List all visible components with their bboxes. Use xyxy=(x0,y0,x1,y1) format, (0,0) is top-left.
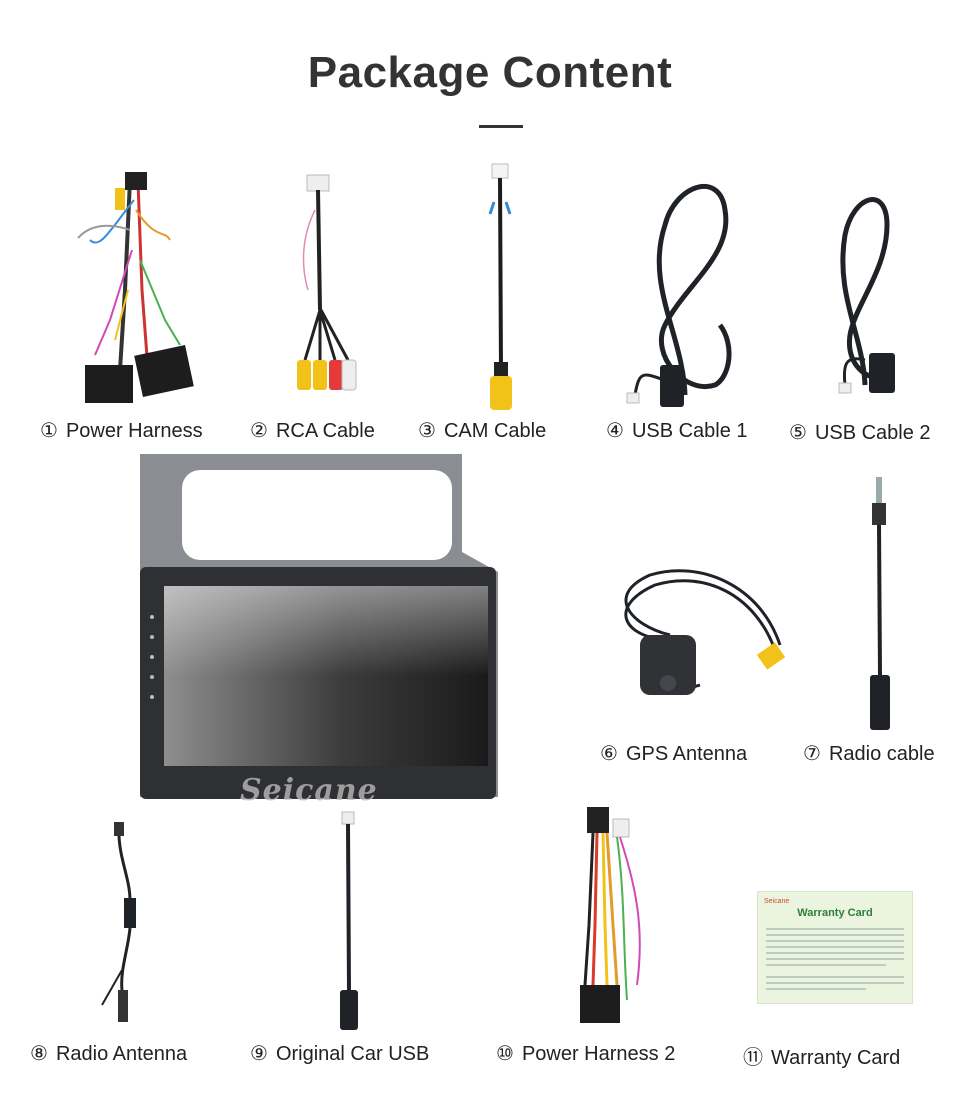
head-unit-image xyxy=(138,452,500,802)
rca-cable-image xyxy=(290,170,360,415)
radio-cable-image xyxy=(860,475,900,735)
power-harness-2-image xyxy=(565,805,655,1030)
usb-cable-1-image xyxy=(625,165,740,415)
seicane-watermark: Seicane xyxy=(240,773,378,808)
original-car-usb-image xyxy=(330,810,370,1035)
warranty-card-brand: Seicane xyxy=(764,898,790,905)
warranty-card-title: Warranty Card xyxy=(797,907,873,919)
usb-cable-2-image xyxy=(825,185,905,400)
radio-antenna-image xyxy=(100,820,160,1025)
cam-cable-image xyxy=(480,162,530,415)
power-harness-image xyxy=(70,170,210,415)
title-underline xyxy=(479,125,523,128)
gps-antenna-image xyxy=(610,565,790,710)
warranty-card-image: Seicane Warranty Card xyxy=(757,891,913,1004)
page-title: Package Content xyxy=(307,48,673,97)
